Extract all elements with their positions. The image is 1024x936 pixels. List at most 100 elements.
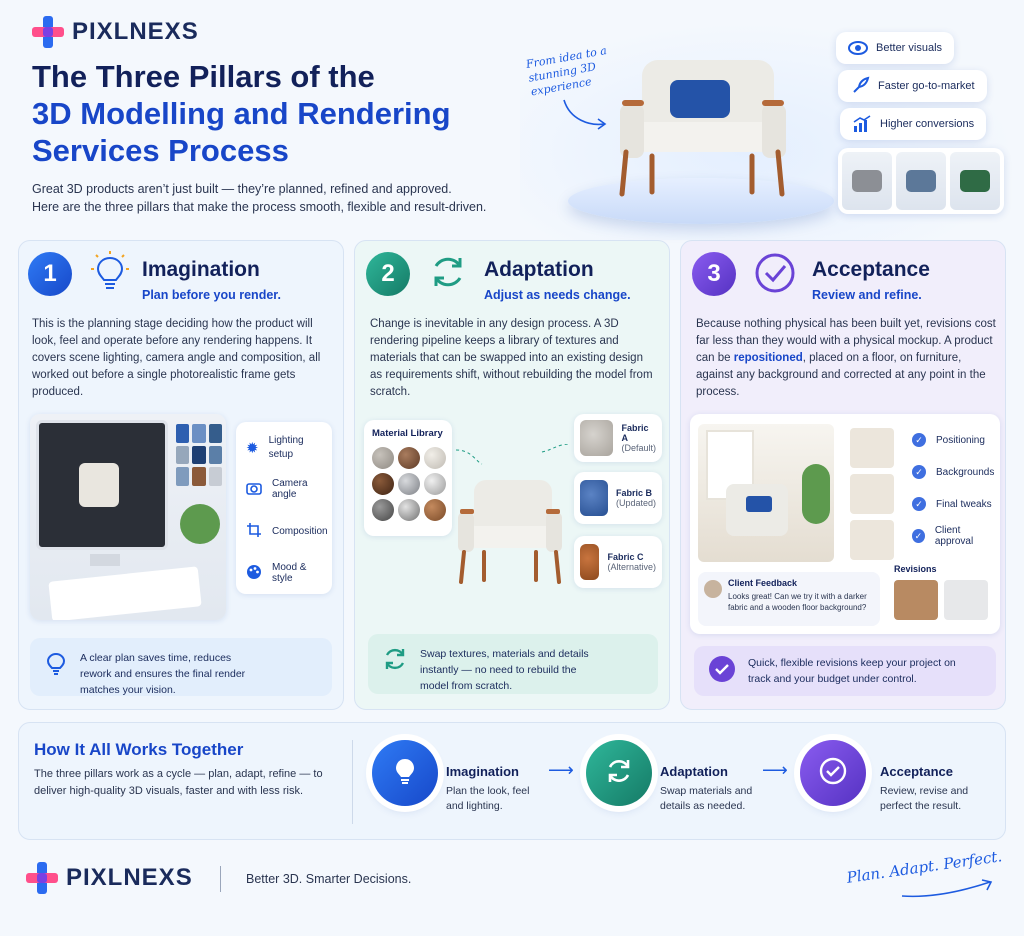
check-client-approval: ✓Client approval [912,520,996,552]
pillar-2-subtitle: Adjust as needs change. [484,288,631,302]
imagination-feature-list: ✹ Lighting setup Camera angle Compositio… [236,422,332,594]
pillar-3-number: 3 [692,252,736,296]
lightbulb-icon [91,251,129,289]
material-library-panel: Material Library [364,420,452,536]
material-swatch[interactable] [424,473,446,495]
benefit-label: Higher conversions [880,118,975,130]
palette-icon [246,564,262,583]
monitor-screen [36,420,168,550]
angle-thumb[interactable] [850,428,894,468]
note-text: Quick, flexible revisions keep your proj… [748,657,956,685]
angle-thumb[interactable] [850,520,894,560]
step-imagination-circle [372,740,438,806]
fabric-c-option[interactable]: Fabric C(Alternative) [574,536,662,588]
material-swatch[interactable] [372,473,394,495]
refresh-icon [604,756,634,791]
curved-arrow-icon [563,99,607,130]
check-label: Backgrounds [936,466,995,478]
refresh-icon [434,257,462,287]
pillar-3-body: Because nothing physical has been built … [696,316,996,401]
variant-thumb-green[interactable] [950,152,1000,210]
refresh-icon [382,646,408,677]
step-acceptance-circle [800,740,866,806]
lightbulb-icon [391,756,419,791]
how-text: The three pillars work as a cycle — plan… [34,768,323,797]
angle-thumb[interactable] [850,474,894,514]
fabric-a-swatch [580,420,614,456]
lightbulb-icon [44,650,68,681]
material-swatch[interactable] [424,499,446,521]
fabric-b-option[interactable]: Fabric B(Updated) [574,472,662,524]
sketch-paper [48,566,202,620]
body-emphasis: repositioned [733,352,803,364]
material-swatch[interactable] [398,473,420,495]
step-2-text: Swap materials and details as needed. [660,785,753,812]
material-library-label: Material Library [372,428,443,439]
variant-thumb-blue[interactable] [896,152,946,210]
material-swatch[interactable] [398,499,420,521]
feature-label: Mood & style [272,562,307,584]
camera-icon [246,481,262,498]
arrow-right-icon: ⟶ [762,760,788,780]
step-3-title: Acceptance [880,764,953,779]
footer-tagline: Better 3D. Smarter Decisions. [246,872,412,886]
arrow-right-icon: ⟶ [548,760,574,780]
variant-thumb-grey[interactable] [842,152,892,210]
room-render-image [698,424,834,562]
material-swatch[interactable] [398,447,420,469]
checkmark-icon: ✓ [912,433,926,447]
feature-label: Composition [272,525,328,537]
checkmark-icon: ✓ [912,529,925,543]
armchair-illustration [619,60,786,197]
pillar-2-number: 2 [366,252,410,296]
title-line-1: The Three Pillars of the [32,59,375,94]
pillar-2-title: Adaptation [484,258,594,281]
checkmark-icon: ✓ [912,497,926,511]
material-swatch[interactable] [372,499,394,521]
revisions-section: Revisions [894,564,996,628]
variant-thumbnails [838,148,1004,214]
swoosh-arrow-icon [901,879,993,898]
step-2-title: Adaptation [660,764,728,779]
feature-label: Lighting setup [268,435,304,460]
footer-divider [220,866,221,892]
material-swatch-grid [372,447,446,521]
footer-brand-name: PIXLNEXS [66,864,193,891]
check-positioning: ✓ Positioning [912,424,996,456]
rocket-icon [850,76,870,96]
check-circle-icon [818,756,848,791]
pillar-1-note: A clear plan saves time, reduces rework … [30,638,332,696]
brand-logo: PIXLNEXS [32,16,199,48]
intro-line-1: Great 3D products aren’t just built — th… [32,182,452,196]
check-circle-icon [755,253,795,293]
body-text: Because nothing physical has been built … [696,318,996,364]
benefit-higher-conversions: Higher conversions [840,108,987,140]
plant-decor [180,504,220,544]
fabric-name: Fabric B [615,488,652,498]
pillar-3-subtitle: Review and refine. [812,288,922,302]
adaptation-armchair [458,480,562,584]
check-final-tweaks: ✓Final tweaks [912,488,996,520]
material-swatch[interactable] [424,447,446,469]
benefit-faster-go-to-market: Faster go-to-market [838,70,987,102]
pillar-1-title: Imagination [142,258,260,281]
page-title: The Three Pillars of the 3D Modelling an… [32,58,552,169]
note-text: A clear plan saves time, reduces rework … [80,652,246,696]
pillar-3-note: Quick, flexible revisions keep your proj… [694,646,996,696]
revision-thumb[interactable] [944,580,988,620]
pillar-2-body: Change is inevitable in any design proce… [370,318,653,398]
title-line-3: Services Process [32,133,289,168]
step-1-text: Plan the look, feel and lighting. [446,785,530,812]
feature-composition: Composition [246,510,328,552]
revision-thumb[interactable] [894,580,938,620]
pillar-2-note: Swap textures, materials and details ins… [368,634,658,694]
color-swatches [176,424,222,486]
check-label: Positioning [936,434,985,446]
feature-mood: Mood & style [246,552,322,594]
material-swatch[interactable] [372,447,394,469]
fabric-a-option[interactable]: Fabric A(Default) [574,414,662,462]
intro-line-2: Here are the three pillars that make the… [32,200,487,214]
connector-arrows [455,444,571,465]
benefit-label: Better visuals [876,42,943,54]
step-3-text: Review, revise and perfect the result. [880,785,969,812]
